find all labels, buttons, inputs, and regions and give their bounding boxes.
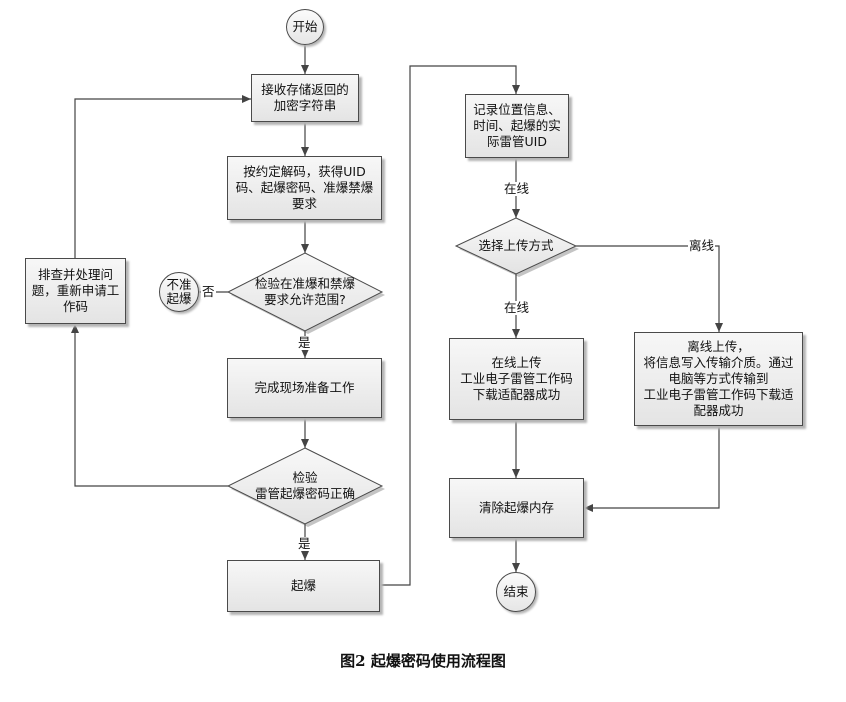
check-password-text: 检验 雷管起爆密码正确 [254,470,355,501]
edge-checkpwd-troubleshoot [71,324,228,487]
upload-mode-text: 选择上传方式 [478,238,554,253]
edge-uploadmode-offline [576,245,723,332]
decode-box: 按约定解码，获得UID 码、起爆密码、准爆禁爆 要求 [227,156,382,220]
troubleshoot-box: 排查并处理问 题，重新申请工 作码 [25,258,126,324]
clear-memory-box: 清除起爆内存 [449,478,584,538]
edge-label-online-record: 在线 [503,181,531,196]
site-preparation-box: 完成现场准备工作 [227,358,382,418]
end-terminal: 结束 [496,572,536,612]
edge-troubleshoot-receive [74,95,251,258]
receive-string-box: 接收存储返回的 加密字符串 [251,74,359,122]
edge-label-offline: 离线 [688,238,716,253]
offline-upload-box: 离线上传， 将信息写入传输介质。通过 电脑等方式传输到 工业电子雷管工作码下载适… [634,332,803,426]
edge-offline-clear [584,426,720,512]
check-zone-text: 检验在准爆和禁爆 要求允许范围? [254,276,355,307]
record-info-box: 记录位置信息、 时间、起爆的实 际雷管UID [465,94,569,158]
edge-label-yes-password: 是 [297,536,312,551]
online-upload-box: 在线上传 工业电子雷管工作码 下载适配器成功 [449,338,584,420]
edge-label-online-upload: 在线 [503,300,531,315]
blast-box: 起爆 [227,560,380,612]
no-blast-terminal: 不准 起爆 [159,272,199,312]
edge-blast-record [380,65,520,586]
start-terminal: 开始 [286,9,324,45]
edge-label-yes-zone: 是 [297,335,312,350]
figure-caption: 图2 起爆密码使用流程图 [340,652,506,670]
edge-label-no: 否 [201,284,216,299]
